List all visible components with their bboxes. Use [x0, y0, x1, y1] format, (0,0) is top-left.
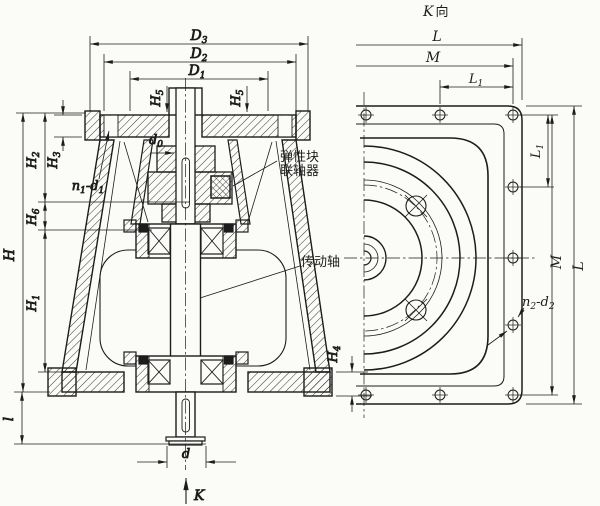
label-H4: H4	[326, 345, 343, 363]
callout-n1-d1: n1-d1	[71, 130, 110, 196]
dim-L-top: L	[356, 29, 522, 47]
housing-cone-walls	[61, 139, 331, 373]
dim-H2: H2	[25, 113, 47, 202]
dim-H: H	[2, 113, 25, 392]
dim-D2: D2	[103, 46, 297, 111]
top-flange	[84, 110, 311, 141]
dim-d: d	[137, 446, 236, 468]
label-D1: D1	[188, 63, 206, 81]
label-H5-left: H5	[149, 89, 166, 107]
callout-d0: d0	[149, 133, 174, 155]
dim-H5-right: H5	[229, 86, 249, 112]
bearing-symbol-right-lower	[200, 359, 224, 385]
flange-hole-upper	[404, 194, 428, 218]
base-flange	[47, 367, 333, 397]
label-H6: H6	[25, 208, 42, 226]
front-view	[47, 78, 333, 470]
label-L1-top: L1	[468, 72, 483, 89]
housing-profile-square	[360, 137, 489, 375]
callout-n2-d2: n2-d2	[487, 295, 555, 346]
bolt-circle-centerline	[363, 184, 438, 332]
label-M-top: M	[425, 50, 441, 66]
dim-L-side: L	[571, 106, 587, 404]
label-K-arrow: K	[193, 488, 206, 504]
label-L-side: L	[571, 261, 587, 271]
label-D3: D3	[190, 28, 208, 46]
dim-D1: D1	[129, 63, 269, 111]
label-drive-shaft: 传动轴	[301, 255, 340, 270]
label-coupling-line1: 弹性块	[280, 150, 319, 165]
side-view-dimensions: L M L1 L1 M L n2-d2	[356, 29, 587, 405]
label-coupling-line2: 联轴器	[280, 164, 319, 179]
view-direction-arrow: K	[183, 478, 206, 504]
dim-H6: H6	[25, 202, 47, 230]
front-view-dimensions: D3 D2 D1 H5 H5 H	[2, 28, 372, 504]
label-d0: d0	[149, 133, 163, 150]
label-H3: H3	[46, 151, 63, 169]
label-H1: H1	[25, 294, 42, 312]
base-plate-outline	[356, 105, 523, 405]
label-d: d	[182, 447, 190, 462]
dim-L1-side: L1	[529, 115, 550, 187]
label-n2-d2: n2-d2	[522, 295, 555, 312]
label-M-side: M	[549, 254, 565, 270]
label-l: l	[2, 417, 17, 421]
dim-l: l	[2, 392, 24, 444]
callout-coupling: 弹性块 联轴器	[232, 150, 319, 187]
label-n1-d1: n1-d1	[72, 179, 105, 196]
label-L1-side: L1	[529, 144, 546, 159]
dim-D3: D3	[89, 28, 309, 111]
label-H2: H2	[25, 151, 42, 169]
housing-arcs	[363, 145, 477, 371]
dim-M-top: M	[356, 50, 513, 68]
perimeter-bolt-holes	[358, 107, 521, 403]
label-L-top: L	[431, 29, 441, 45]
label-H5-right: H5	[229, 89, 246, 107]
label-H: H	[2, 248, 18, 262]
label-D2: D2	[190, 46, 208, 64]
bearing-symbol-left-lower	[147, 359, 171, 385]
dim-H5-left: H5	[149, 86, 169, 112]
dim-H1: H1	[25, 230, 47, 372]
lower-bearing-assembly	[123, 351, 249, 393]
flange-hole-lower	[404, 298, 428, 322]
callout-drive-shaft: 传动轴	[199, 255, 340, 299]
dim-H4: H4	[326, 345, 372, 412]
dim-L1-top: L1	[440, 72, 513, 89]
dim-M-side: M	[549, 115, 565, 395]
dim-H3: H3	[46, 100, 82, 170]
inner-cone	[130, 139, 251, 225]
